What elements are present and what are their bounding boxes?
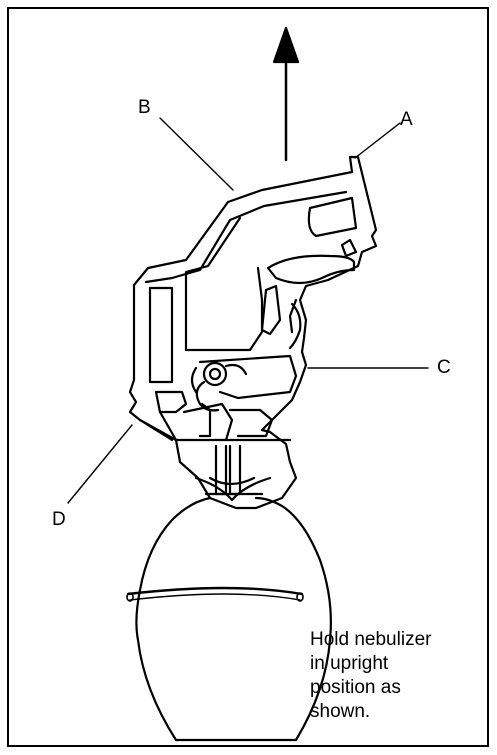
instruction-line: shown. [310,701,371,722]
callout-label-c: C [437,357,451,378]
leader-lines [67,117,429,504]
figure-frame [7,7,489,747]
instruction-line: in upright [310,653,389,674]
nebulizer-bulb [126,496,332,742]
leader-line-b [159,117,234,191]
up-arrow-icon [272,26,300,162]
callout-label-b: B [138,97,151,118]
callout-label-d: D [52,509,66,530]
instruction-caption: Hold nebulizer in upright position as sh… [310,628,485,724]
nebulizer-elbow [128,155,378,442]
nebulizer-cup [138,402,298,510]
instruction-line: Hold nebulizer [310,629,432,650]
leader-line-a [354,122,401,159]
leader-line-d [67,424,133,504]
callout-label-a: A [400,109,413,130]
instruction-line: position as [310,677,401,698]
